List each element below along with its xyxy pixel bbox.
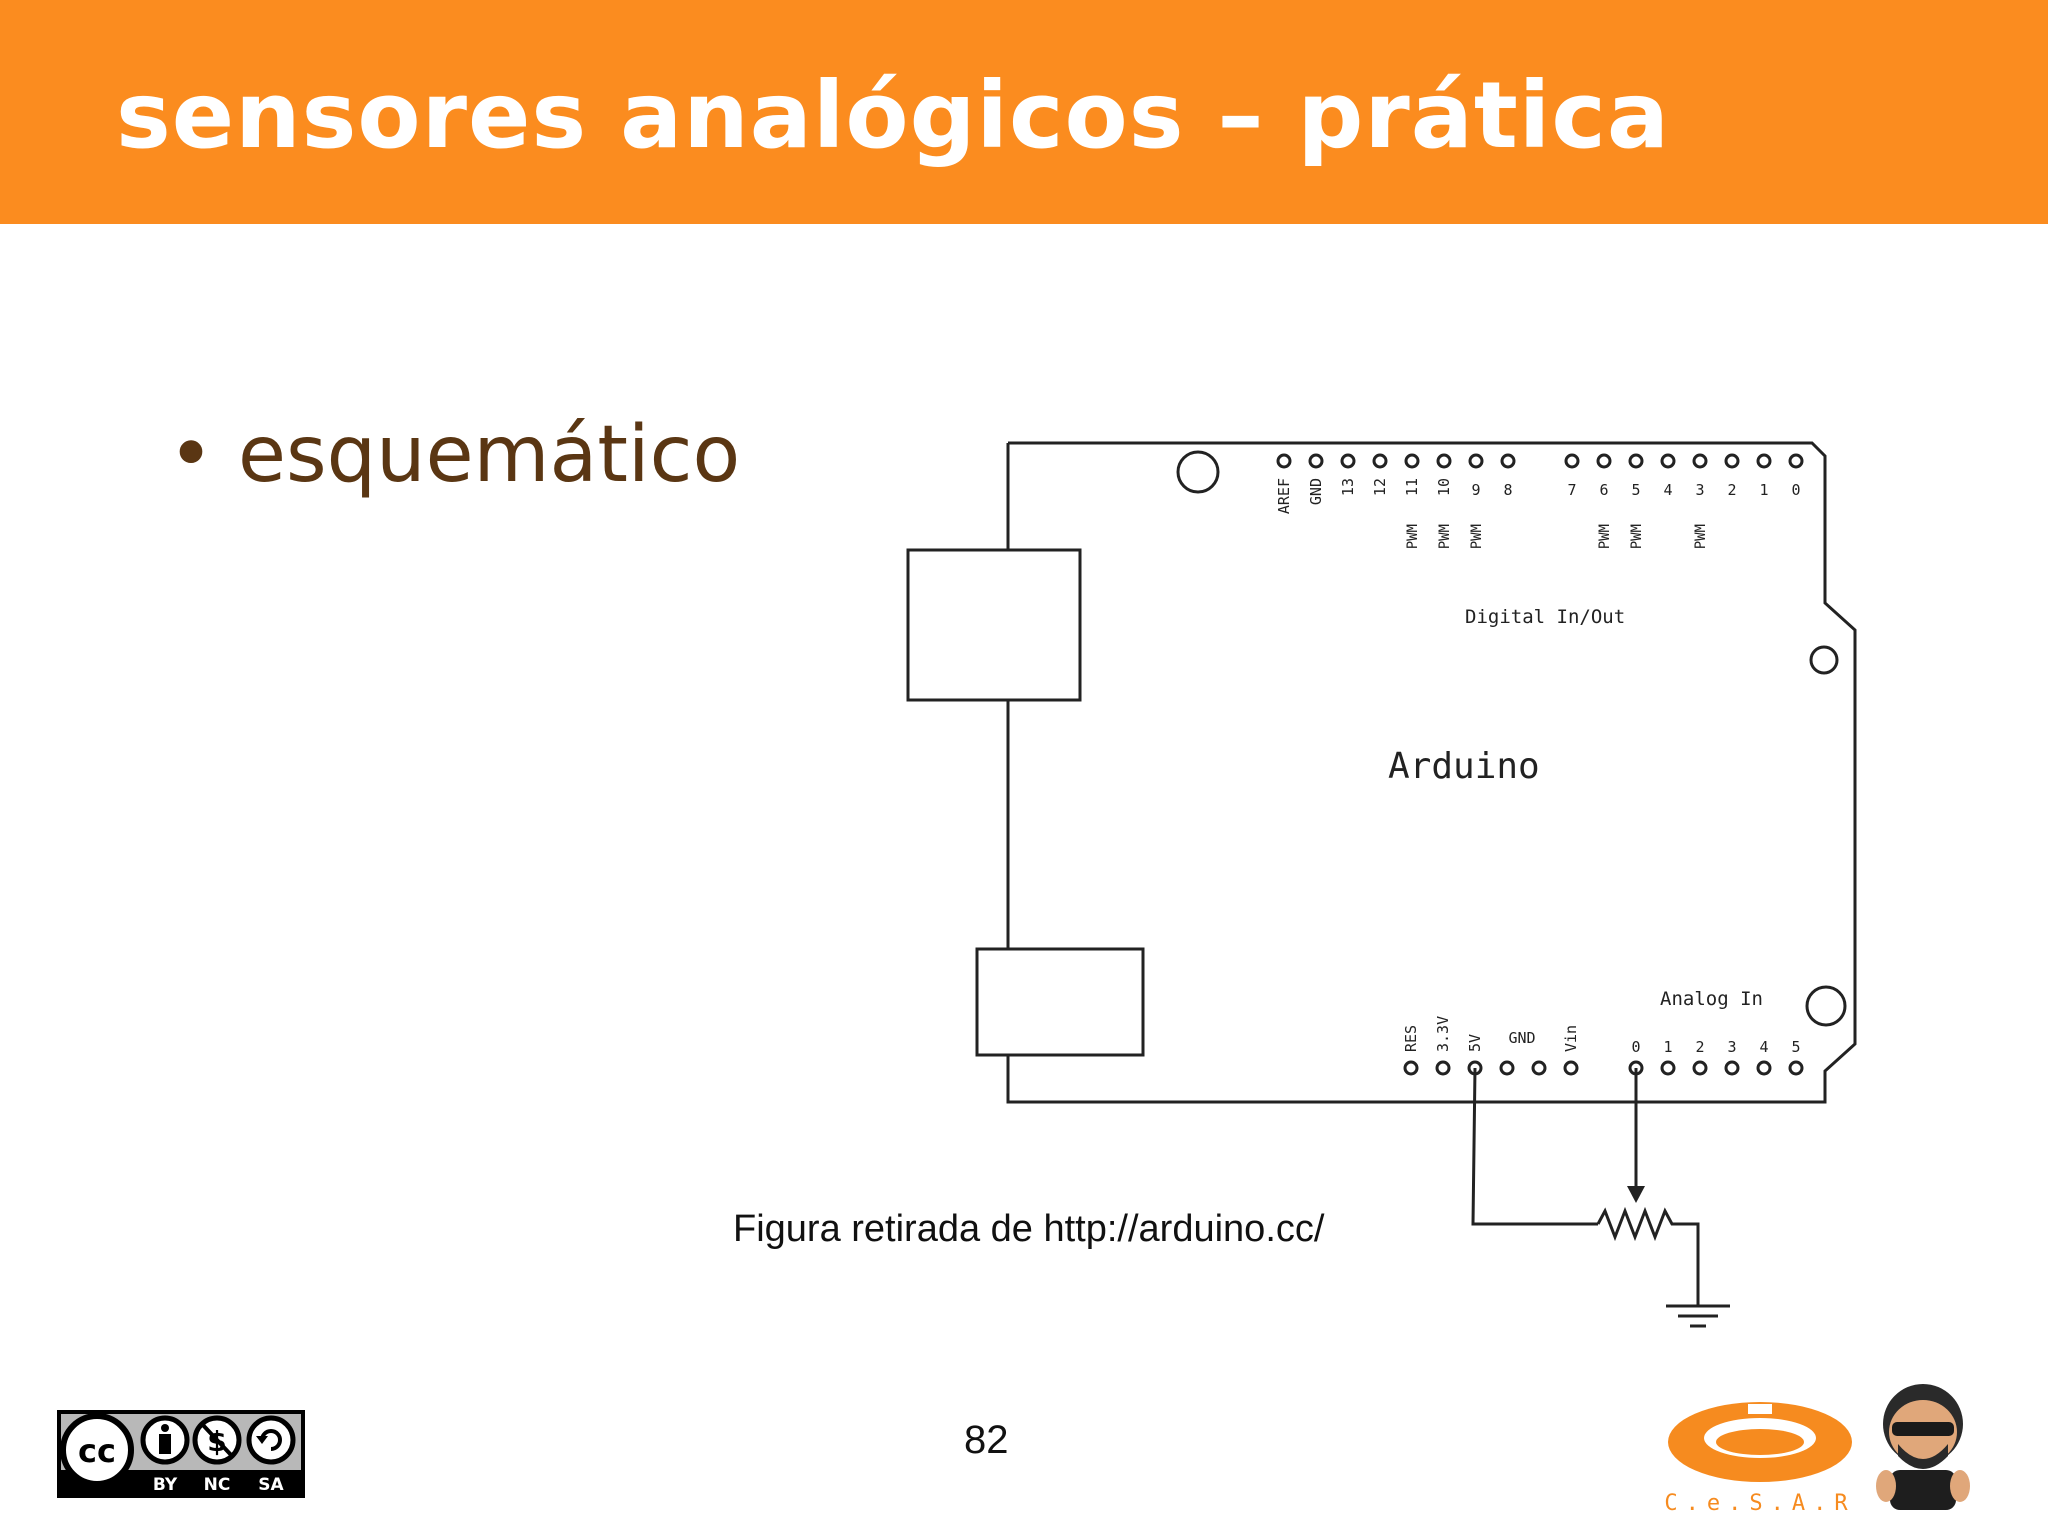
digital-pin-7-pin [1564,453,1580,469]
logo-text: C.e.S.A.R [1664,1491,1855,1516]
page-number: 82 [964,1418,1009,1462]
digital-pin-3-pin [1692,453,1708,469]
digital-pin-0-label: 0 [1791,481,1800,499]
mounting-hole [1809,645,1839,675]
power-pin-label: 3.3V [1434,1016,1452,1052]
noncommercial-icon: $ [192,1415,242,1465]
analog-pin-4-label: 4 [1759,1038,1768,1056]
analog-pin-2-pin [1692,1060,1708,1076]
cc-icon [60,1413,134,1487]
license-sa-label: SA [258,1475,284,1495]
digital-pin-5-pin [1628,453,1644,469]
digital-pin-10-pin [1436,453,1452,469]
analog-pin-5-pin [1788,1060,1804,1076]
digital-pin-3-label: 3 [1695,481,1704,499]
digital-pin-9-pin [1468,453,1484,469]
power-pin [1403,1060,1419,1076]
digital-pin-8-label: 8 [1503,481,1512,499]
board-outline [1006,441,1857,1104]
attribution-icon [140,1415,190,1465]
analog-pin-1-label: 1 [1663,1038,1672,1056]
mounting-hole [1805,985,1847,1027]
analog-pin-2-label: 2 [1695,1038,1704,1056]
digital-pin-2-label: 2 [1727,481,1736,499]
analog-section-label: Analog In [1660,988,1763,1010]
digital-pin-gnd-pin [1308,453,1324,469]
power-pin-label: RES [1402,1025,1420,1052]
digital-pin-5-label: 5 [1631,481,1640,499]
mounting-hole [1176,450,1220,494]
potentiometer-resistor-icon [1596,1206,1700,1306]
digital-pin-0-pin [1788,453,1804,469]
analog-pin-header: 0 1 2 3 4 5 [1628,1038,1804,1076]
power-pin-header: RES 3.3V 5V Vin GND [1402,1016,1580,1076]
pwm-label: PWM [1469,524,1485,549]
digital-pin-aref-pin [1276,453,1292,469]
power-pin [1435,1060,1451,1076]
bullet-item: • esquemático [168,410,740,500]
pwm-label: PWM [1437,524,1453,549]
digital-section-label: Digital In/Out [1465,606,1625,628]
bullet-dot-icon: • [168,410,215,500]
digital-pin-1-label: 1 [1759,481,1768,499]
analog-pin-3-label: 3 [1727,1038,1736,1056]
digital-pin-12-label: 12 [1371,478,1389,496]
digital-pin-11-label: 11 [1403,478,1421,496]
sharealike-icon [246,1415,296,1465]
power-pin-label: 5V [1466,1034,1484,1052]
digital-pin-6-label: 6 [1599,481,1608,499]
digital-pin-aref-label: AREF [1275,478,1293,514]
license-nc-label: NC [204,1475,231,1495]
usb-connector [906,548,1082,702]
power-pin [1531,1060,1547,1076]
wire-5v-to-pot [1471,1067,1598,1226]
digital-pin-12-pin [1372,453,1388,469]
digital-pin-1-pin [1756,453,1772,469]
pwm-label: PWM [1597,524,1613,549]
analog-pin-5-label: 5 [1791,1038,1800,1056]
cesar-logo: C.e.S.A.R [1664,1402,1855,1516]
digital-pin-13-pin [1340,453,1356,469]
mascot-avatar [1876,1384,1970,1510]
digital-pin-gnd-label: GND [1307,478,1325,505]
analog-pin-4-pin [1756,1060,1772,1076]
digital-pin-2-pin [1724,453,1740,469]
digital-pin-7-label: 7 [1567,481,1576,499]
digital-pin-4-pin [1660,453,1676,469]
license-by-label: BY [153,1475,178,1495]
digital-pin-13-label: 13 [1339,478,1357,496]
bullet-text: esquemático [238,410,741,500]
digital-pin-8-pin [1500,453,1516,469]
power-gnd-label: GND [1508,1029,1535,1047]
pwm-label: PWM [1405,524,1421,549]
digital-pin-10-label: 10 [1435,478,1453,496]
wiper-arrow-icon [1627,1186,1645,1203]
analog-pin-1-pin [1660,1060,1676,1076]
pwm-label: PWM [1629,524,1645,549]
power-pin [1499,1060,1515,1076]
digital-pin-9-label: 9 [1471,481,1480,499]
power-pin-label: Vin [1562,1025,1580,1052]
cc-text: cc [78,1432,116,1470]
analog-pin-3-pin [1724,1060,1740,1076]
board-label: Arduino [1388,746,1540,787]
figure-caption: Figura retirada de http://arduino.cc/ [733,1208,1325,1250]
creative-commons-badge: cc $ BY NC SA [57,1410,305,1498]
digital-pin-6-pin [1596,453,1612,469]
digital-pin-11-pin [1404,453,1420,469]
slide-title: sensores analógicos – prática [116,62,1670,169]
ground-symbol-icon [1666,1304,1730,1328]
title-bar: sensores analógicos – prática [0,0,2048,224]
digital-pin-4-label: 4 [1663,481,1672,499]
power-pin [1563,1060,1579,1076]
analog-pin-0-label: 0 [1631,1038,1640,1056]
pwm-label: PWM [1693,524,1709,549]
power-jack [975,947,1145,1057]
